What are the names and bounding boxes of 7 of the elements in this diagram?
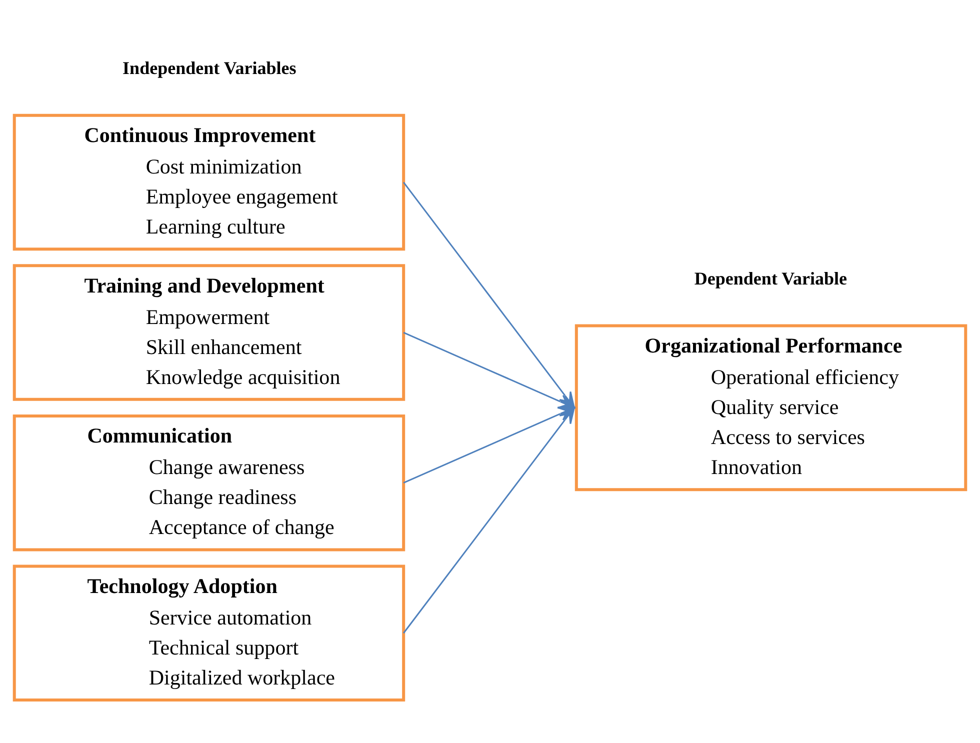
label: Dependent Variable — [694, 268, 848, 288]
node-box: Technology Adoption Service automation Technical support Digitalized workplace — [12, 564, 406, 701]
node-box: Communication Change awareness Change readiness Acceptance of change — [12, 414, 406, 551]
node-box: Training and Development Empowerment Skill enhancement Knowledge acquisition — [12, 264, 406, 400]
node-box: Continuous Improvement Cost minimization Employee engagement Learning culture — [12, 113, 406, 250]
label: Independent Variables — [122, 58, 296, 78]
node-box: Organizational Performance Operational efficiency Quality service Access to services Innovation — [574, 324, 968, 491]
